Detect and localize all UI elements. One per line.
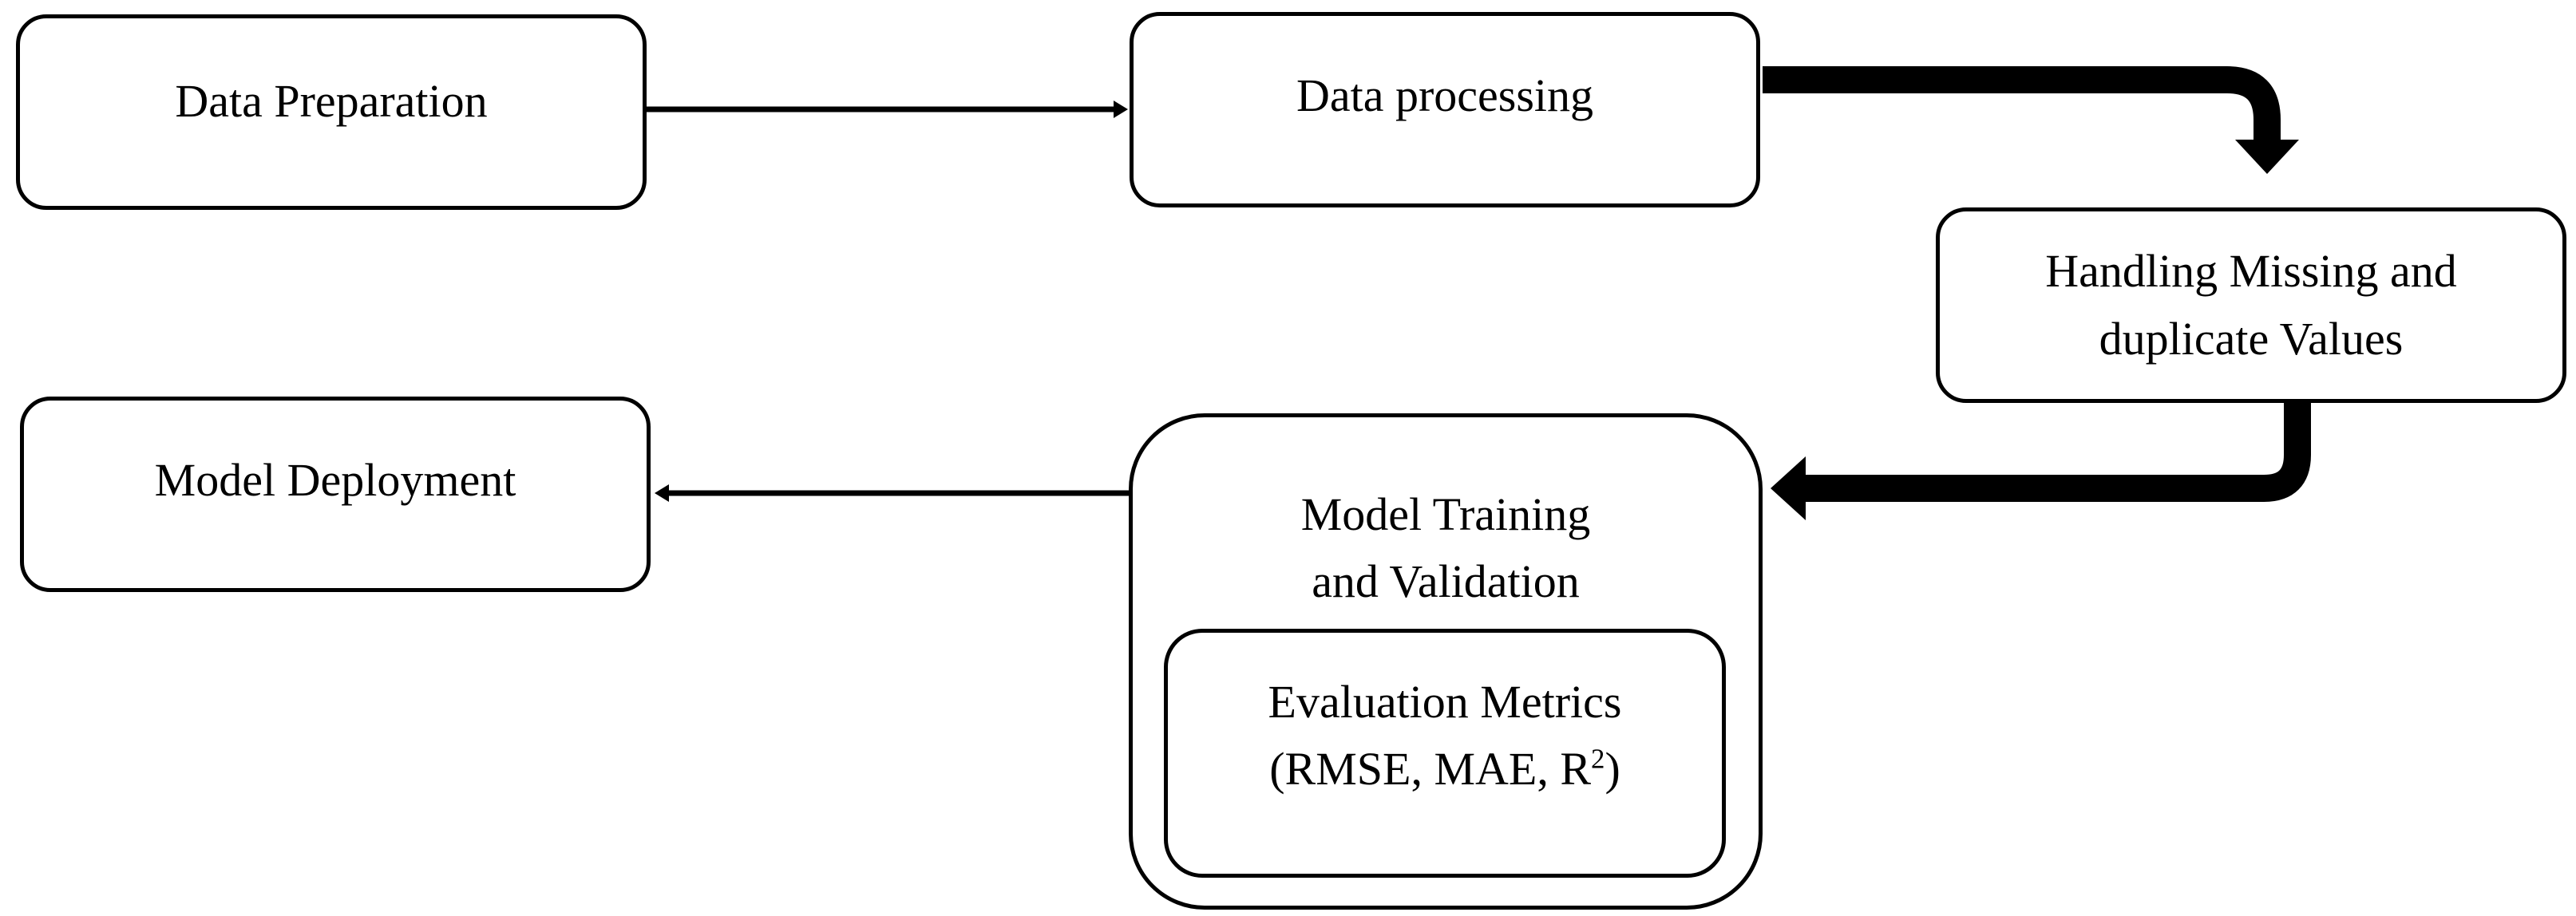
node-model-deployment-label: Model Deployment bbox=[154, 454, 516, 506]
metrics-prefix: (RMSE, MAE, R bbox=[1269, 743, 1592, 796]
arrow-missing-to-training bbox=[1771, 403, 2311, 520]
node-model-training-line1: Model Training bbox=[1300, 488, 1591, 540]
node-evaluation-metrics-line1: Evaluation Metrics bbox=[1268, 676, 1622, 728]
node-model-deployment: Model Deployment bbox=[20, 397, 651, 592]
r-squared-superscript: 2 bbox=[1591, 743, 1605, 775]
arrow-prep-to-processing bbox=[647, 101, 1128, 118]
node-handling-missing-line2: duplicate Values bbox=[2099, 312, 2404, 365]
node-evaluation-metrics-text: Evaluation Metrics (RMSE, MAE, R2) bbox=[1268, 669, 1622, 803]
metrics-suffix: ) bbox=[1605, 743, 1620, 796]
node-handling-missing-values: Handling Missing and duplicate Values bbox=[1936, 207, 2566, 403]
node-data-processing-label: Data processing bbox=[1296, 69, 1594, 121]
node-handling-missing-text: Handling Missing and duplicate Values bbox=[2045, 238, 2457, 372]
node-data-preparation: Data Preparation bbox=[16, 14, 647, 210]
arrow-training-to-deployment bbox=[655, 484, 1129, 502]
node-data-preparation-label: Data Preparation bbox=[175, 75, 488, 127]
node-model-training-text: Model Training and Validation bbox=[1301, 481, 1591, 615]
node-evaluation-metrics-line2: (RMSE, MAE, R2) bbox=[1268, 736, 1622, 803]
node-model-training-line2: and Validation bbox=[1312, 555, 1580, 608]
node-handling-missing-line1: Handling Missing and bbox=[2045, 245, 2457, 298]
node-data-processing: Data processing bbox=[1130, 12, 1760, 207]
node-evaluation-metrics: Evaluation Metrics (RMSE, MAE, R2) bbox=[1164, 629, 1726, 878]
arrow-processing-to-missing bbox=[1763, 66, 2299, 174]
